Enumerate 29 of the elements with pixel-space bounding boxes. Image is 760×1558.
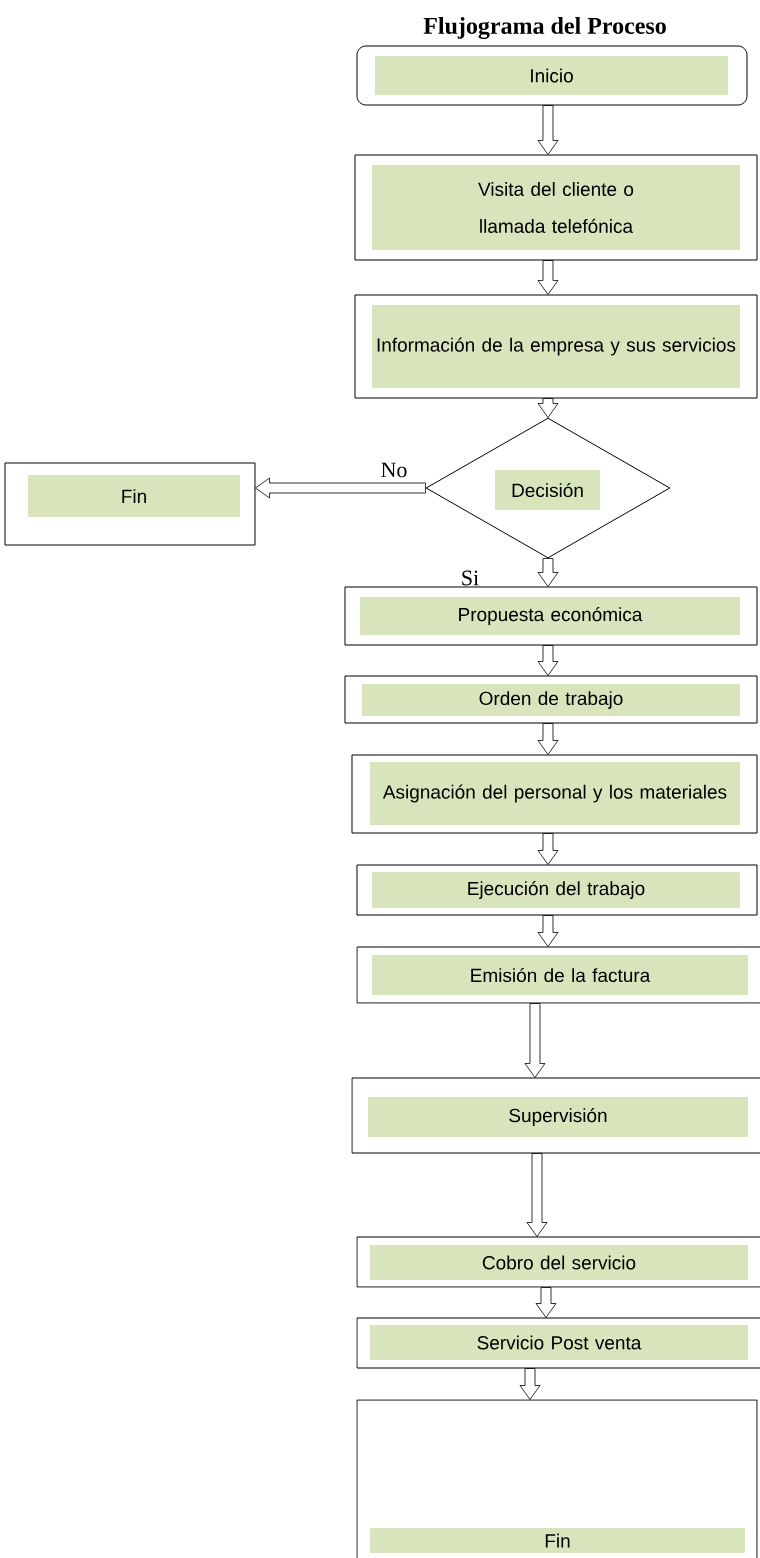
arrow [524,1003,546,1078]
edge-label: Si [462,570,479,586]
edge-label: No [381,462,407,478]
process-box: Emisión de la factura [356,946,760,1004]
process-box: Visita del cliente o llamada telefónica [354,154,758,261]
process-box: Supervisión [351,1077,760,1154]
process-box: Fin [4,462,256,546]
arrow [537,558,559,587]
arrow [526,1153,548,1237]
arrow [537,833,559,865]
process-box: Ejecución del trabajo [356,864,758,916]
arrow [537,398,559,418]
arrow [255,477,426,499]
process-box: Asignación del personal y los materiales [351,754,758,834]
process-box: Servicio Post venta [356,1317,760,1369]
terminal-box: Inicio [356,45,748,106]
arrow [535,1287,557,1318]
arrow [537,105,559,155]
process-box: Fin [356,1399,758,1558]
process-box: Información de la empresa y sus servicios [354,294,758,399]
arrow [537,723,559,755]
arrow [537,915,559,947]
process-box: Orden de trabajo [344,675,758,724]
title: Flujograma del Proceso [423,17,666,39]
process-box: Propuesta económica [344,586,758,646]
arrow [537,260,559,295]
arrow [537,645,559,676]
arrow [519,1368,541,1400]
process-box: Cobro del servicio [356,1236,760,1288]
